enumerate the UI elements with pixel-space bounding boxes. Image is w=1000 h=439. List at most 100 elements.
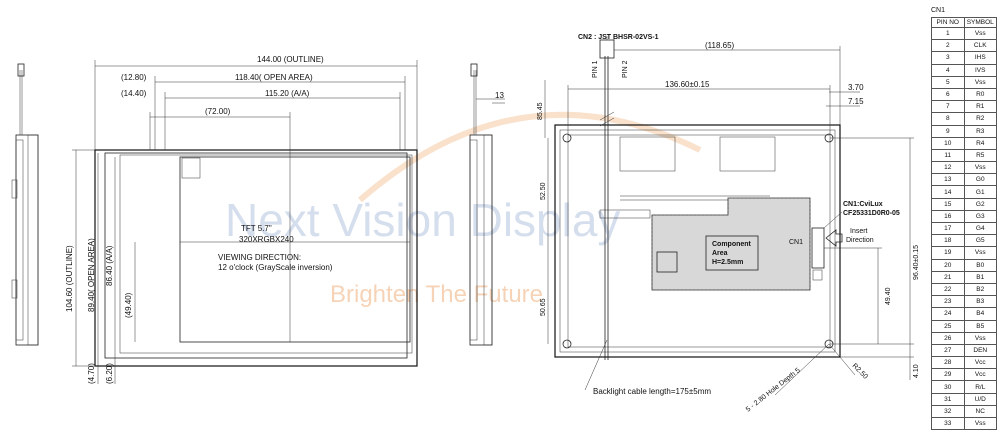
dim-left-offset: (12.80) bbox=[121, 73, 147, 82]
symbol-cell: G5 bbox=[963, 234, 997, 248]
pin-no-cell: 10 bbox=[931, 136, 965, 150]
pin-no-cell: 11 bbox=[931, 148, 965, 163]
symbol-cell: NC bbox=[963, 404, 997, 419]
symbol-cell: G3 bbox=[963, 209, 997, 224]
cn2-label: CN2 : JST BHSR-02VS-1 bbox=[578, 34, 659, 41]
symbol-cell: R2 bbox=[963, 112, 997, 126]
rear-outline bbox=[554, 124, 841, 358]
pin-table-header: PIN NO SYMBOL bbox=[931, 17, 997, 28]
pin-no-cell: 26 bbox=[931, 331, 965, 345]
symbol-cell: R5 bbox=[963, 148, 997, 163]
dim-hole-pitch-y: 96.40±0.15 bbox=[913, 245, 920, 280]
pin-no-header: PIN NO bbox=[931, 17, 965, 28]
dim-lower-half: 50.65 bbox=[540, 298, 547, 316]
dim-hole-edge-y: 4.10 bbox=[913, 364, 920, 378]
pin-no-cell: 7 bbox=[931, 100, 965, 114]
pin-table-caption: CN1 bbox=[931, 7, 946, 14]
cn2-pin1: PIN 1 bbox=[592, 60, 599, 78]
dim-hole-pitch-x: 136.60±0.15 bbox=[665, 80, 710, 89]
symbol-cell: R3 bbox=[963, 124, 997, 138]
symbol-cell: IVS bbox=[963, 63, 997, 77]
pin-no-cell: 33 bbox=[931, 416, 965, 431]
dim-bottom-offset: (4.70) bbox=[87, 363, 96, 384]
pin-no-cell: 16 bbox=[931, 209, 965, 224]
dim-cable-exit: 85.45 bbox=[537, 102, 544, 120]
pin-no-cell: 21 bbox=[931, 270, 965, 284]
symbol-cell: U/D bbox=[963, 392, 997, 406]
symbol-cell: Vss bbox=[963, 161, 997, 175]
pin-no-cell: 3 bbox=[931, 51, 965, 65]
symbol-cell: CLK bbox=[963, 39, 997, 53]
middle-side-view: 13 bbox=[469, 63, 505, 346]
symbol-header: SYMBOL bbox=[963, 17, 997, 28]
symbol-cell: G0 bbox=[963, 173, 997, 187]
dim-aa-height: 86.40 (A/A) bbox=[105, 245, 114, 286]
component-area-line2: Area bbox=[712, 250, 728, 257]
pin-no-cell: 20 bbox=[931, 258, 965, 272]
symbol-cell: Vcc bbox=[963, 356, 997, 370]
dim-open-area-width: 118.40( OPEN AREA) bbox=[235, 73, 313, 82]
component-area-line3: H=2.5mm bbox=[712, 259, 743, 266]
symbol-cell: DEN bbox=[963, 343, 997, 358]
insert-label-2: Direction bbox=[846, 237, 874, 244]
symbol-cell: G2 bbox=[963, 197, 997, 211]
pin-no-cell: 4 bbox=[931, 63, 965, 77]
panel-resolution: 320XRGBX240 bbox=[239, 235, 294, 244]
insert-direction-arrow bbox=[825, 229, 843, 247]
pin-no-cell: 5 bbox=[931, 75, 965, 89]
watermark-arc bbox=[358, 111, 702, 203]
pin-no-cell: 14 bbox=[931, 185, 965, 199]
watermark-line2: Brighten The Future bbox=[330, 281, 543, 308]
cn2-pin2: PIN 2 bbox=[622, 60, 629, 78]
symbol-cell: Vss bbox=[963, 75, 997, 89]
cn1-mark: CN1 bbox=[789, 239, 803, 246]
cn1-connector bbox=[811, 227, 825, 269]
symbol-cell: B5 bbox=[963, 319, 997, 333]
symbol-cell: G4 bbox=[963, 221, 997, 236]
dim-hole-edge-x: 3.70 bbox=[848, 83, 864, 92]
symbol-cell: B1 bbox=[963, 270, 997, 284]
pin-no-cell: 23 bbox=[931, 295, 965, 309]
cn1-part-line2: CF25331D0R0-05 bbox=[843, 210, 900, 217]
cn2-connector bbox=[599, 39, 615, 59]
symbol-cell: Vcc bbox=[963, 368, 997, 382]
viewing-direction-label: VIEWING DIRECTION: bbox=[218, 253, 301, 262]
pin-no-cell: 24 bbox=[931, 307, 965, 321]
symbol-cell: Vss bbox=[963, 416, 997, 431]
pin-no-cell: 27 bbox=[931, 343, 965, 358]
pin-no-cell: 15 bbox=[931, 197, 965, 211]
symbol-cell: Vss bbox=[963, 26, 997, 41]
cn1-part-line1: CN1:CviLux bbox=[843, 201, 883, 208]
pin-no-cell: 8 bbox=[931, 112, 965, 126]
pin-no-cell: 31 bbox=[931, 392, 965, 406]
symbol-cell: Vss bbox=[963, 331, 997, 345]
pin-no-cell: 13 bbox=[931, 173, 965, 187]
dim-upper-half: 52.50 bbox=[540, 182, 547, 200]
symbol-cell: R4 bbox=[963, 136, 997, 150]
left-side-view bbox=[11, 63, 39, 346]
front-view: 144.00 (OUTLINE) (12.80) 118.40( OPEN AR… bbox=[65, 55, 418, 384]
